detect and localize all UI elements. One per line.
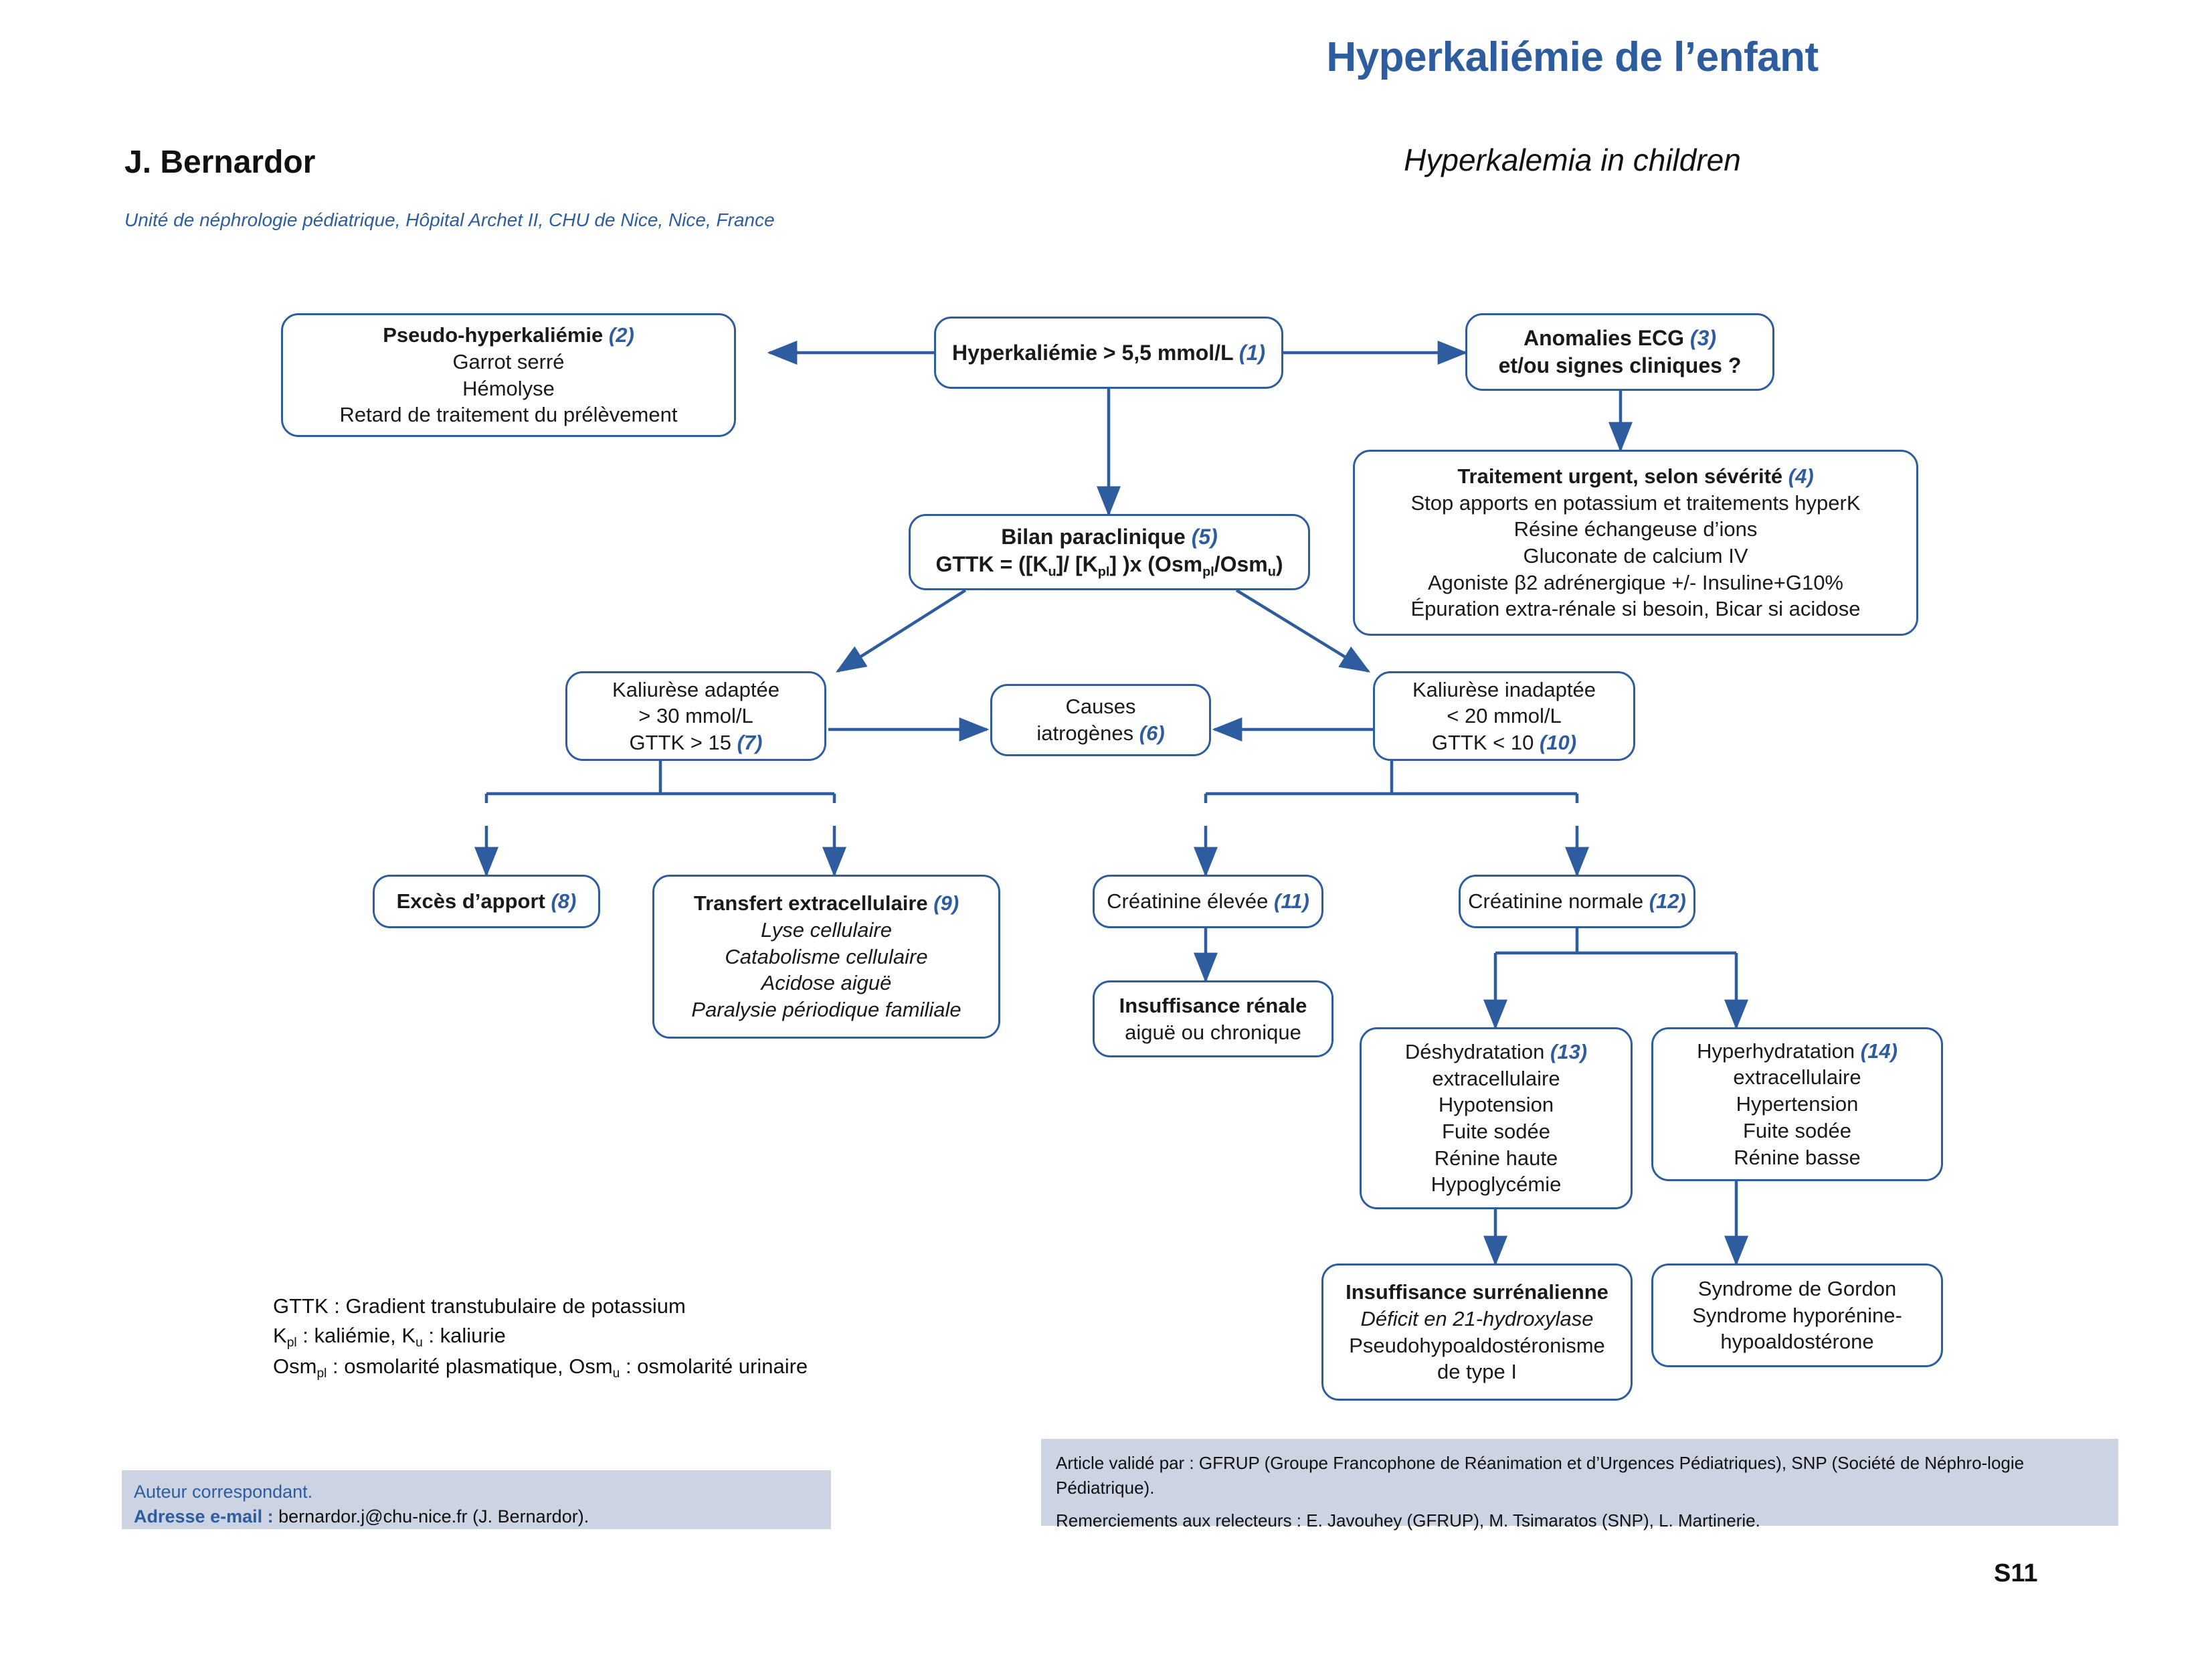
node-deshydratation[interactable]: Déshydratation (13) extracellulaire Hypo…	[1360, 1027, 1633, 1209]
node-line: hypoaldostérone	[1720, 1330, 1874, 1354]
email-line: Adresse e-mail : bernardor.j@chu-nice.fr…	[134, 1504, 819, 1529]
node-line: Pseudohypoaldostéronisme	[1349, 1333, 1605, 1357]
node-kaliurese-inadaptee[interactable]: Kaliurèse inadaptée < 20 mmol/L GTTK < 1…	[1373, 671, 1635, 761]
node-bilan-paraclinique[interactable]: Bilan paraclinique (5) GTTK = ([Ku]/ [Kp…	[909, 514, 1310, 590]
node-line: Garrot serré	[452, 349, 565, 373]
node-creatinine-normale[interactable]: Créatinine normale (12)	[1459, 875, 1695, 928]
node-hyperhydratation[interactable]: Hyperhydratation (14) extracellulaire Hy…	[1651, 1027, 1943, 1181]
node-line: extracellulaire	[1733, 1065, 1861, 1089]
node-line: Stop apports en potassium et traitements…	[1410, 491, 1861, 515]
legend-line-k: Kpl : kaliémie, Ku : kaliurie	[273, 1324, 506, 1350]
node-title: Anomalies ECG (3)	[1523, 326, 1717, 351]
node-line: Épuration extra-rénale si besoin, Bicar …	[1410, 597, 1861, 621]
node-pseudo-hyperkaliemie[interactable]: Pseudo-hyperkaliémie (2) Garrot serré Hé…	[281, 313, 736, 437]
node-kaliurese-adaptee[interactable]: Kaliurèse adaptée > 30 mmol/L GTTK > 15 …	[565, 671, 826, 761]
node-title: Hyperhydratation (14)	[1697, 1039, 1898, 1063]
node-line: Syndrome hyporénine-	[1692, 1303, 1902, 1327]
node-line: iatrogènes (6)	[1036, 721, 1165, 745]
corresponding-author-panel: Auteur correspondant. Adresse e-mail : b…	[122, 1470, 831, 1529]
node-line: Syndrome de Gordon	[1697, 1276, 1897, 1300]
node-line: Rénine basse	[1734, 1145, 1861, 1169]
validation-line-2: Remerciements aux relecteurs : E. Javouh…	[1056, 1510, 1760, 1531]
node-line: Kaliurèse adaptée	[612, 677, 779, 701]
page-subtitle: Hyperkalemia in children	[1404, 143, 1741, 177]
node-line: Catabolisme cellulaire	[725, 944, 928, 968]
node-title: Créatinine élevée (11)	[1107, 889, 1309, 913]
node-line: Retard de traitement du prélèvement	[339, 403, 678, 427]
legend-line-osm: Osmpl : osmolarité plasmatique, Osmu : o…	[273, 1355, 808, 1381]
node-line: Hypertension	[1736, 1092, 1859, 1116]
node-line: Gluconate de calcium IV	[1523, 544, 1748, 567]
author-affiliation: Unité de néphrologie pédiatrique, Hôpita…	[124, 209, 775, 230]
validation-line-1: Article validé par : GFRUP (Groupe Franc…	[1056, 1453, 2025, 1498]
node-line: et/ou signes cliniques ?	[1498, 353, 1742, 377]
node-line: extracellulaire	[1432, 1066, 1560, 1090]
node-line: Hypotension	[1438, 1093, 1554, 1117]
node-line: Hypoglycémie	[1431, 1172, 1562, 1197]
node-line: Lyse cellulaire	[761, 918, 892, 942]
node-line: GTTK > 15 (7)	[629, 730, 763, 754]
node-title: Créatinine normale (12)	[1468, 889, 1686, 913]
node-title: Insuffisance rénale	[1119, 993, 1307, 1017]
node-line: Causes	[1065, 695, 1136, 719]
node-transfert-extracellulaire[interactable]: Transfert extracellulaire (9) Lyse cellu…	[652, 875, 1000, 1039]
node-syndrome-gordon[interactable]: Syndrome de Gordon Syndrome hyporénine- …	[1651, 1263, 1943, 1367]
node-line: Fuite sodée	[1442, 1120, 1550, 1143]
node-hyperkaliemie[interactable]: Hyperkaliémie > 5,5 mmol/L (1)	[934, 317, 1283, 389]
node-exces-apport[interactable]: Excès d’apport (8)	[373, 875, 600, 928]
page-title: Hyperkaliémie de l’enfant	[1326, 34, 1819, 80]
node-line: < 20 mmol/L	[1447, 704, 1562, 728]
node-title: Traitement urgent, selon sévérité (4)	[1457, 464, 1814, 488]
corresponding-label: Auteur correspondant.	[134, 1482, 313, 1502]
node-insuffisance-renale[interactable]: Insuffisance rénale aiguë ou chronique	[1093, 980, 1333, 1057]
email-label: Adresse e-mail :	[134, 1506, 274, 1527]
node-line: Rénine haute	[1434, 1146, 1558, 1170]
node-line: GTTK < 10 (10)	[1431, 730, 1577, 754]
legend-line-gttk: GTTK : Gradient transtubulaire de potass…	[273, 1294, 686, 1318]
node-line: Hémolyse	[462, 376, 555, 400]
node-causes-iatrogenes[interactable]: Causes iatrogènes (6)	[990, 684, 1211, 756]
node-line: Kaliurèse inadaptée	[1412, 677, 1596, 701]
node-line: Déficit en 21-hydroxylase	[1360, 1306, 1594, 1330]
node-traitement-urgent[interactable]: Traitement urgent, selon sévérité (4) St…	[1353, 450, 1918, 636]
node-line: Résine échangeuse d’ions	[1513, 517, 1758, 541]
node-line: Agoniste β2 adrénergique +/- Insuline+G1…	[1427, 570, 1843, 594]
node-anomalies-ecg[interactable]: Anomalies ECG (3) et/ou signes cliniques…	[1465, 313, 1774, 391]
node-creatinine-elevee[interactable]: Créatinine élevée (11)	[1093, 875, 1323, 928]
email-value[interactable]: bernardor.j@chu-nice.fr (J. Bernardor).	[278, 1506, 589, 1527]
node-title: Bilan paraclinique (5)	[1001, 525, 1218, 549]
author-name: J. Bernardor	[124, 145, 316, 180]
page-number: S11	[1994, 1559, 2038, 1587]
node-title: Hyperkaliémie > 5,5 mmol/L (1)	[951, 340, 1266, 365]
node-title: Transfert extracellulaire (9)	[693, 891, 959, 915]
node-line: Paralysie périodique familiale	[691, 998, 961, 1021]
node-line: Acidose aiguë	[761, 971, 892, 995]
gttk-formula: GTTK = ([Ku]/ [Kpl] )x (Osmpl/Osmu)	[935, 552, 1283, 580]
node-title: Pseudo-hyperkaliémie (2)	[383, 323, 634, 347]
node-line: > 30 mmol/L	[638, 704, 753, 728]
node-line: Fuite sodée	[1743, 1118, 1851, 1142]
node-line: aiguë ou chronique	[1125, 1020, 1301, 1044]
node-title: Insuffisance surrénalienne	[1346, 1280, 1608, 1304]
validation-panel: Article validé par : GFRUP (Groupe Franc…	[1041, 1439, 2118, 1531]
node-title: Excès d’apport (8)	[396, 889, 577, 913]
node-insuffisance-surrenalienne[interactable]: Insuffisance surrénalienne Déficit en 21…	[1321, 1263, 1633, 1401]
node-title: Déshydratation (13)	[1404, 1039, 1588, 1063]
node-line: de type I	[1437, 1360, 1517, 1384]
abbreviations-legend: GTTK : Gradient transtubulaire de potass…	[273, 1292, 808, 1383]
